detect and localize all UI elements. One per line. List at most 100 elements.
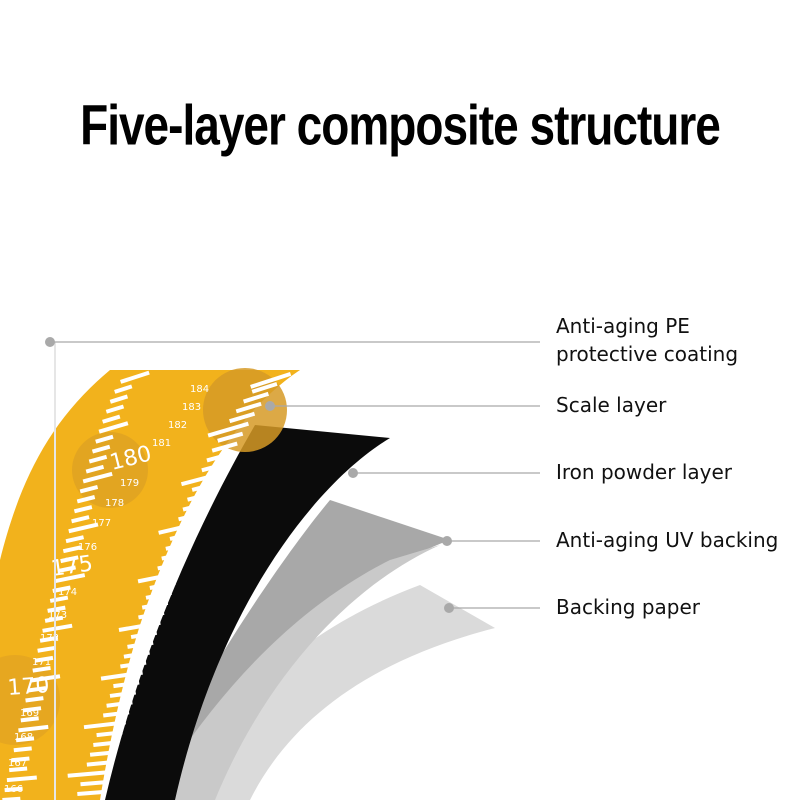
ruler-tick (229, 411, 256, 424)
label-pe-coating: Anti-aging PE protective coating (556, 312, 738, 368)
ruler-tick (141, 600, 169, 610)
ruler-small-number: 172 (40, 633, 59, 644)
ruler-tick (127, 640, 154, 649)
ruler-tick (89, 750, 117, 757)
ruler-tick (102, 710, 130, 718)
ruler-tick (85, 464, 105, 474)
ruler-tick (158, 521, 201, 535)
ruler-small-number: 167 (8, 758, 27, 769)
ruler-small-number: 179 (120, 478, 139, 489)
ruler-tick (83, 720, 126, 730)
ruler-tick (88, 454, 108, 464)
ruler-tick (27, 686, 47, 693)
ruler-tick (137, 571, 180, 584)
ruler-tick (11, 756, 30, 763)
ruler-small-number: 176 (78, 542, 97, 553)
ruler-tick (145, 590, 172, 600)
ruler-small-number: 177 (92, 518, 111, 529)
ruler-tick (178, 511, 205, 522)
ruler-tick (165, 541, 192, 551)
ruler-tick (102, 414, 121, 424)
leader-dot (348, 468, 358, 478)
ruler-small-number: 183 (182, 402, 201, 413)
ruler-tick (120, 370, 150, 384)
ruler-tick (180, 471, 223, 487)
ruler-small-number: 178 (105, 498, 124, 509)
ruler-tick (98, 421, 129, 434)
ruler-tick (77, 790, 104, 796)
ruler-tick (100, 670, 143, 681)
ruler-tick (109, 394, 129, 404)
ruler-tick (52, 585, 71, 593)
ruler-tick (201, 461, 228, 473)
ruler-small-number: 168 (14, 732, 33, 743)
ruler-tick (62, 545, 82, 554)
ruler-tick (109, 690, 137, 698)
ruler-tick (120, 660, 147, 669)
ruler-tick (47, 605, 66, 613)
leader-lines (50, 341, 540, 609)
ruler-ticks (2, 370, 292, 800)
ruler-tick (91, 444, 111, 454)
ruler-tick (114, 384, 133, 394)
ruler-tick (25, 696, 44, 703)
ruler-tick (30, 674, 61, 683)
ruler-tick (157, 561, 184, 571)
ruler-small-number: 173 (48, 610, 67, 621)
ruler-tick (39, 635, 59, 643)
ruler-tick (93, 740, 120, 747)
ruler-small-number: 184 (190, 384, 209, 395)
ruler-tick (60, 555, 79, 564)
ruler-tick (182, 501, 209, 512)
ruler-tick (37, 645, 56, 653)
label-uv-backing: Anti-aging UV backing (556, 528, 779, 552)
ruler-tick (149, 581, 176, 590)
ruler-tick (22, 706, 42, 713)
ruler-tick (6, 775, 37, 783)
ruler-tick (44, 615, 64, 623)
ruler-tick (42, 623, 73, 633)
ruler-tick (54, 573, 86, 583)
ruler-tick (80, 780, 107, 787)
label-line: protective coating (556, 342, 739, 366)
label-scale-layer: Scale layer (556, 393, 667, 417)
ruler-tick (118, 620, 161, 632)
ruler-tick (32, 665, 51, 673)
ruler-tick (20, 716, 39, 723)
leader-dot (444, 603, 454, 613)
ruler-tick (187, 491, 214, 502)
ruler-tick (211, 441, 238, 453)
ruler-tick (106, 700, 133, 708)
ruler-tick (79, 485, 99, 494)
ruler-tick (67, 770, 110, 778)
ruler-tick (73, 505, 93, 514)
ruler-tick (96, 730, 123, 738)
ruler-tick (95, 434, 114, 444)
ruler-tick (86, 760, 113, 767)
ruler-tick (18, 724, 49, 733)
ruler-tick (113, 680, 140, 689)
ruler-tick (251, 381, 278, 394)
ruler-tick (9, 766, 28, 773)
label-iron-powder: Iron powder layer (556, 460, 732, 484)
ruler-tick (71, 515, 90, 524)
ruler-tick (105, 404, 125, 414)
ruler-small-number: 166 (4, 784, 23, 795)
ruler-tick (206, 451, 233, 463)
ruler-small-number: 171 (32, 657, 51, 668)
ruler-tick (191, 481, 218, 492)
ruler-tick (242, 391, 270, 404)
iron-powder-layer (105, 425, 390, 800)
backing-paper-layer (170, 585, 495, 800)
ruler-tick (65, 535, 85, 544)
leader-dot (265, 401, 275, 411)
ruler-tick (138, 610, 165, 620)
ruler-tick (250, 372, 292, 389)
ruler-tick (13, 746, 32, 753)
ruler-tick (235, 401, 262, 414)
ruler-tick (161, 551, 188, 561)
label-line: Anti-aging PE (556, 314, 690, 338)
page-title: Five-layer composite structure (80, 93, 721, 157)
ruler-tick (2, 796, 21, 800)
